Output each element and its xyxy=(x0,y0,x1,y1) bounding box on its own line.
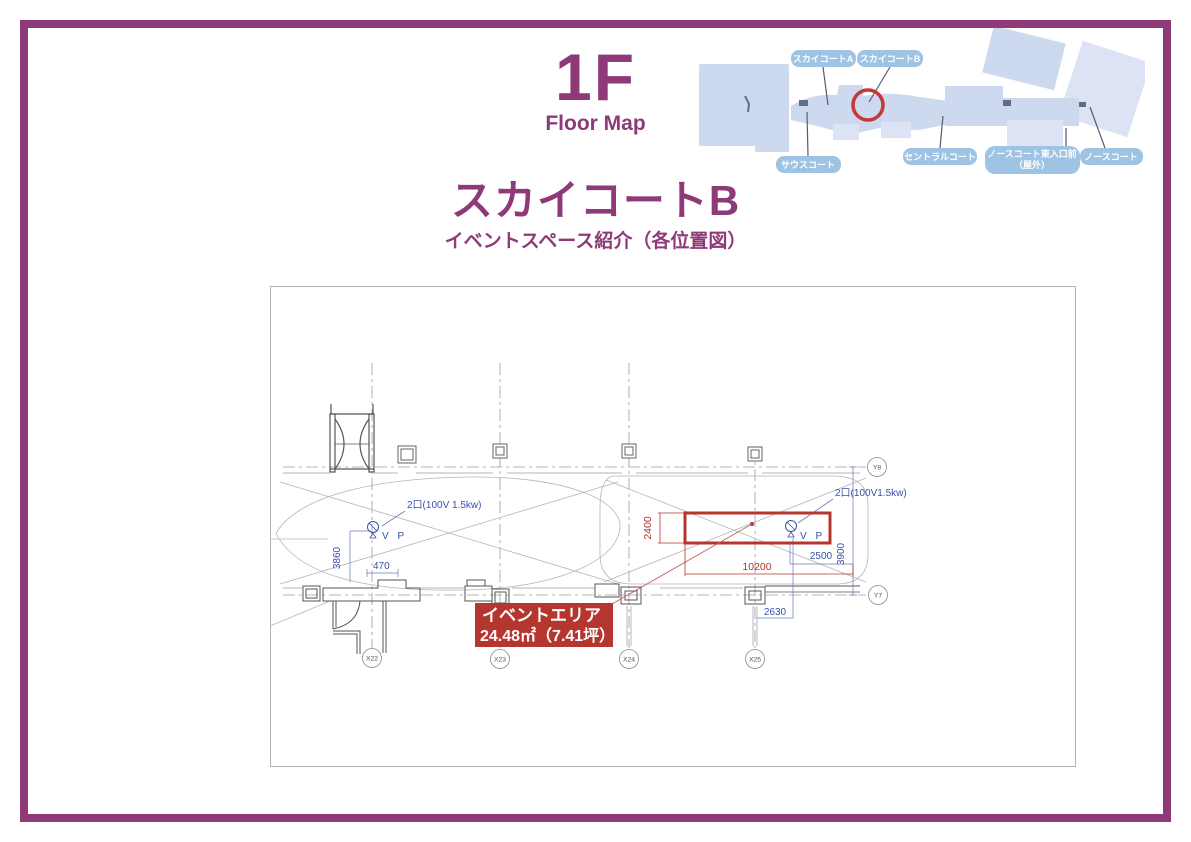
svg-text:X25: X25 xyxy=(749,657,761,664)
minimap-leader-lines xyxy=(806,66,1106,157)
floor-number: 1F xyxy=(554,40,637,114)
svg-text:ノースコート東入口前: ノースコート東入口前 xyxy=(987,148,1077,159)
dim-10200: 10200 xyxy=(684,543,854,576)
page-title: スカイコートB xyxy=(450,177,741,224)
outlet-right-label: 2口(100V1.5kw) xyxy=(835,488,907,499)
svg-text:スカイコートA: スカイコートA xyxy=(793,54,854,64)
outlet-left-label: 2口(100V 1.5kw) xyxy=(407,500,481,511)
columns-top xyxy=(397,443,763,464)
label-skycourt-b: スカイコートB xyxy=(857,50,923,67)
lower-wall-thin-lines xyxy=(283,587,758,646)
outlet-right: 2口(100V1.5kw) V P xyxy=(785,488,907,542)
svg-text:X23: X23 xyxy=(494,657,506,664)
grid-bubbles: X22 X23 X24 X25 Y8 Y7 xyxy=(362,457,888,669)
event-area-group: 2400 10200 イベントエリア 24.48㎡（7.41坪） xyxy=(475,511,854,647)
grid-bubble-x25: X25 xyxy=(745,649,765,669)
grid-bubble-y8: Y8 xyxy=(867,457,887,477)
vp-label: V P xyxy=(382,531,407,542)
label-north-court-east-entrance: ノースコート東入口前 （屋外） xyxy=(985,146,1080,174)
dim-3860: 3860 xyxy=(332,530,371,582)
floor-plan-drawing: X22 X23 X24 X25 Y8 Y7 2口(100V 1.5kw) xyxy=(270,286,1076,767)
entrance-door xyxy=(329,404,375,473)
page-subtitle: イベントスペース紹介（各位置図） xyxy=(444,231,747,253)
outlet-left: 2口(100V 1.5kw) V P xyxy=(367,500,481,542)
svg-text:2630: 2630 xyxy=(764,607,787,618)
grid-bubble-y7: Y7 xyxy=(868,585,888,605)
svg-text:Y8: Y8 xyxy=(873,465,882,472)
event-area-banner: イベントエリア 24.48㎡（7.41坪） xyxy=(475,603,615,647)
svg-text:470: 470 xyxy=(373,561,390,572)
event-area-size: 24.48㎡（7.41坪） xyxy=(480,626,615,645)
svg-text:ノースコート: ノースコート xyxy=(1084,152,1138,162)
svg-text:X22: X22 xyxy=(366,656,378,663)
grid-bubble-x23: X23 xyxy=(490,649,510,669)
mall-overview-map: スカイコートA スカイコートB サウスコート セントラルコート ノースコート東入… xyxy=(699,28,1145,174)
floor-caption: Floor Map xyxy=(545,112,646,135)
dim-2630: 2630 xyxy=(757,538,794,619)
svg-text:X24: X24 xyxy=(623,657,635,664)
lower-walls xyxy=(302,579,860,654)
current-location-circle xyxy=(851,88,885,122)
svg-text:3860: 3860 xyxy=(332,546,343,569)
page-border xyxy=(20,20,1171,822)
dim-2400: 2400 xyxy=(642,512,685,544)
svg-text:Y7: Y7 xyxy=(874,593,883,600)
svg-text:サウスコート: サウスコート xyxy=(781,160,835,170)
mall-buildings xyxy=(699,28,1145,152)
svg-text:3900: 3900 xyxy=(836,542,847,565)
area-outlines xyxy=(270,475,869,627)
minimap-labels: スカイコートA スカイコートB サウスコート セントラルコート ノースコート東入… xyxy=(776,50,1143,174)
drawing-frame xyxy=(270,286,1076,767)
grid-bubble-x24: X24 xyxy=(619,649,639,669)
svg-text:2500: 2500 xyxy=(810,551,833,562)
event-area-title: イベントエリア xyxy=(482,606,601,625)
svg-text:（屋外）: （屋外） xyxy=(1014,159,1050,170)
svg-text:10200: 10200 xyxy=(742,561,771,573)
event-area-rectangle xyxy=(683,511,832,545)
vp-label: V P xyxy=(800,531,825,542)
event-area-leader xyxy=(611,523,753,605)
dim-470: 470 xyxy=(366,561,399,577)
svg-text:2400: 2400 xyxy=(642,516,654,540)
label-skycourt-a: スカイコートA xyxy=(791,50,856,67)
label-south-court: サウスコート xyxy=(776,156,841,173)
svg-text:セントラルコート: セントラルコート xyxy=(904,152,976,162)
page-title-block: スカイコートB イベントスペース紹介（各位置図） xyxy=(0,177,1191,253)
grid-bubble-x22: X22 xyxy=(362,648,382,668)
svg-text:スカイコートB: スカイコートB xyxy=(860,54,921,64)
mall-map-marks xyxy=(744,95,1086,113)
header: 1F Floor Map xyxy=(0,44,1191,136)
label-central-court: セントラルコート xyxy=(903,148,977,165)
dim-2500: 2500 xyxy=(789,544,853,565)
label-north-court: ノースコート xyxy=(1080,148,1143,165)
